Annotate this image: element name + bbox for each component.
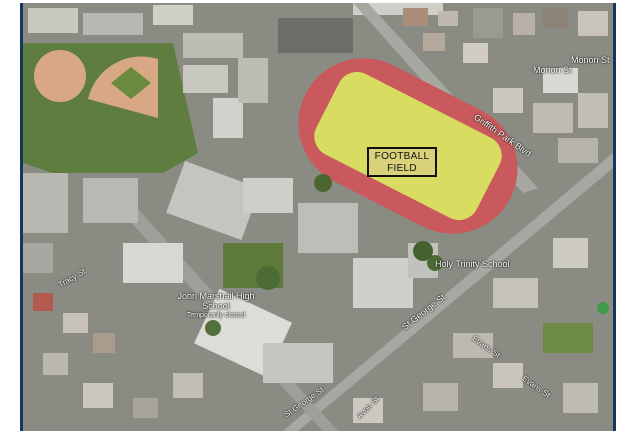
holy-trinity-label: Holy Trinity School (435, 259, 510, 269)
school-subtitle: Temporarily closed (186, 312, 246, 319)
football-field-label: FOOTBALL FIELD (367, 147, 437, 177)
street-label-monon-1: Monon St (533, 65, 572, 75)
street-label-monon-2: Monon St (571, 55, 610, 65)
map-frame: FOOTBALL FIELD Monon St Monon St Griffit… (20, 3, 616, 431)
school-name: John Marshall High School (177, 291, 255, 311)
football-field-label-text: FOOTBALL FIELD (374, 151, 430, 174)
aerial-map-imagery (23, 3, 613, 431)
school-label: John Marshall High School Temporarily cl… (171, 291, 261, 321)
football-field (314, 71, 502, 221)
aerial-map[interactable]: FOOTBALL FIELD Monon St Monon St Griffit… (23, 3, 613, 431)
baseball-infield-1 (34, 50, 86, 102)
st-george-road (283, 153, 613, 431)
